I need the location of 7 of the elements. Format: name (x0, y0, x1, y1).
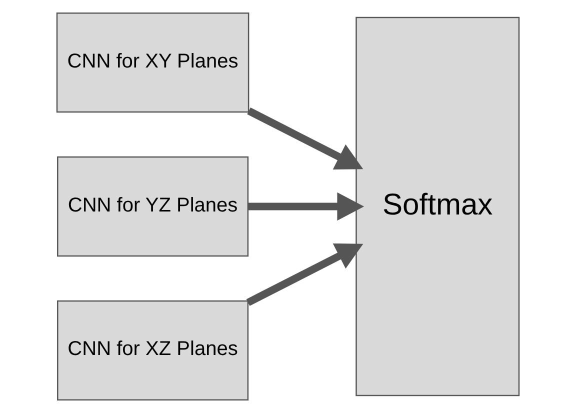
arrow (246, 243, 364, 306)
arrow (248, 192, 364, 221)
node-box: CNN for YZ Planes (57, 156, 249, 257)
arrow (247, 108, 364, 170)
node-box: Softmax (356, 16, 520, 396)
node-box: CNN for XZ Planes (57, 300, 249, 401)
node-box: CNN for XY Planes (56, 12, 250, 113)
